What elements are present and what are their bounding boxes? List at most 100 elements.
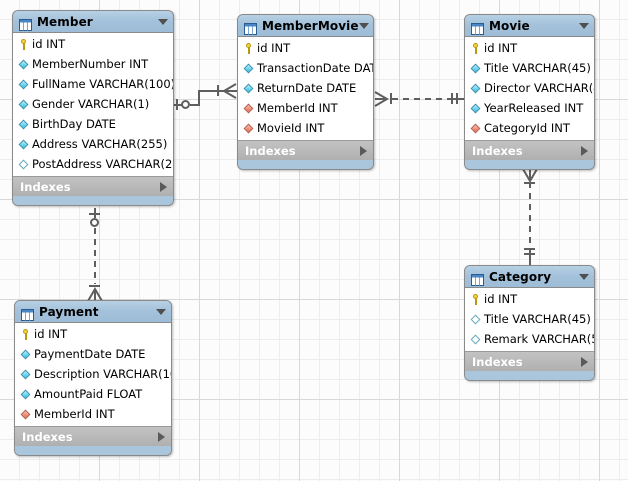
connector-segment	[448, 98, 464, 100]
table-column-row[interactable]: FullName VARCHAR(100)	[13, 74, 173, 94]
column-icon	[16, 56, 32, 72]
nullable-column-icon	[468, 331, 484, 347]
column-icon	[468, 80, 484, 96]
table-indexes-section[interactable]: Indexes	[13, 176, 173, 196]
indexes-label: Indexes	[245, 143, 296, 158]
table-column-row[interactable]: MemberId INT	[15, 404, 171, 424]
column-label: BirthDay DATE	[32, 117, 116, 131]
table-columns: id INT MemberNumber INT FullName VARCHAR(1…	[13, 33, 173, 176]
column-icon	[16, 96, 32, 112]
crows-foot-many	[87, 287, 103, 302]
table-header[interactable]: Category	[465, 266, 594, 288]
column-label: AmountPaid FLOAT	[34, 387, 143, 401]
cardinality-zero-ring	[181, 100, 190, 109]
column-label: id INT	[32, 37, 66, 51]
table-column-row[interactable]: id INT	[13, 34, 173, 54]
table-column-row[interactable]: Description VARCHAR(100)	[15, 364, 171, 384]
chevron-down-icon[interactable]	[158, 18, 168, 25]
table-header[interactable]: MemberMovie	[238, 15, 373, 37]
table-column-row[interactable]: Title VARCHAR(45)	[465, 309, 594, 329]
connector-segment	[529, 248, 531, 266]
table-indexes-section[interactable]: Indexes	[238, 140, 373, 160]
chevron-down-icon[interactable]	[579, 273, 589, 280]
table-column-row[interactable]: id INT	[238, 38, 373, 58]
chevron-right-icon[interactable]	[160, 181, 167, 192]
chevron-right-icon[interactable]	[581, 356, 588, 367]
table-column-row[interactable]: PaymentDate DATE	[15, 344, 171, 364]
crows-foot-many	[522, 168, 538, 183]
table-column-row[interactable]: YearReleased INT	[465, 98, 594, 118]
indexes-label: Indexes	[22, 429, 73, 444]
table-title: Movie	[489, 18, 530, 33]
chevron-right-icon[interactable]	[360, 145, 367, 156]
table-footer-strip	[15, 446, 171, 455]
connector-segment-dashed	[529, 182, 531, 248]
chevron-down-icon[interactable]	[579, 22, 589, 29]
table-icon	[21, 306, 34, 321]
table-column-row[interactable]: Director VARCHAR(45)	[465, 78, 594, 98]
chevron-down-icon[interactable]	[156, 308, 166, 315]
table-column-row[interactable]: Remark VARCHAR(500)	[465, 329, 594, 349]
primary-key-icon	[470, 293, 481, 305]
column-label: MemberId INT	[34, 407, 115, 421]
table-header[interactable]: Payment	[15, 301, 171, 323]
table-indexes-section[interactable]: Indexes	[15, 426, 171, 446]
table-header[interactable]: Movie	[465, 15, 594, 37]
table-column-row[interactable]: Address VARCHAR(255)	[13, 134, 173, 154]
table-icon	[471, 271, 484, 286]
table-column-row[interactable]: AmountPaid FLOAT	[15, 384, 171, 404]
cardinality-one-tick	[89, 285, 100, 287]
table-header[interactable]: Member	[13, 11, 173, 33]
column-label: PaymentDate DATE	[34, 347, 146, 361]
foreign-key-icon	[468, 120, 484, 136]
table-icon	[471, 20, 484, 35]
table-column-row[interactable]: id INT	[465, 38, 594, 58]
table-column-row[interactable]: id INT	[15, 324, 171, 344]
column-icon	[16, 116, 32, 132]
table-column-row[interactable]: id INT	[465, 289, 594, 309]
connector-segment-dashed	[392, 98, 448, 100]
connector-segment	[198, 90, 200, 106]
table-column-row[interactable]: Gender VARCHAR(1)	[13, 94, 173, 114]
chevron-right-icon[interactable]	[158, 431, 165, 442]
table-footer-strip	[465, 160, 594, 169]
table-column-row[interactable]: TransactionDate DATE	[238, 58, 373, 78]
column-label: MemberNumber INT	[32, 57, 149, 71]
table-title: Member	[37, 14, 93, 29]
table-column-row[interactable]: MemberNumber INT	[13, 54, 173, 74]
table-column-row[interactable]: MovieId INT	[238, 118, 373, 138]
table-column-row[interactable]: CategoryId INT	[465, 118, 594, 138]
table-node-member[interactable]: Member id INT MemberNumber INT FullName VAR…	[12, 10, 174, 206]
table-indexes-section[interactable]: Indexes	[465, 140, 594, 160]
connector-segment	[174, 104, 182, 106]
table-indexes-section[interactable]: Indexes	[465, 351, 594, 371]
table-footer-strip	[238, 160, 373, 169]
column-label: ReturnDate DATE	[257, 81, 357, 95]
column-icon	[241, 80, 257, 96]
table-column-row[interactable]: MemberId INT	[238, 98, 373, 118]
table-column-row[interactable]: BirthDay DATE	[13, 114, 173, 134]
cardinality-one-tick	[89, 213, 100, 215]
chevron-down-icon[interactable]	[358, 22, 369, 29]
column-label: Description VARCHAR(100)	[34, 367, 171, 381]
column-label: Title VARCHAR(45)	[484, 312, 591, 326]
column-label: YearReleased INT	[484, 101, 584, 115]
table-column-row[interactable]: ReturnDate DATE	[238, 78, 373, 98]
table-title: MemberMovie	[262, 18, 359, 33]
column-icon	[18, 386, 34, 402]
table-column-row[interactable]: PostAddress VARCHAR(255)	[13, 154, 173, 174]
cardinality-one-tick	[390, 93, 392, 104]
cardinality-one-tick	[217, 85, 219, 96]
column-icon	[18, 346, 34, 362]
nullable-column-icon	[16, 156, 32, 172]
table-column-row[interactable]: Title VARCHAR(45)	[465, 58, 594, 78]
chevron-right-icon[interactable]	[581, 145, 588, 156]
indexes-label: Indexes	[472, 143, 523, 158]
